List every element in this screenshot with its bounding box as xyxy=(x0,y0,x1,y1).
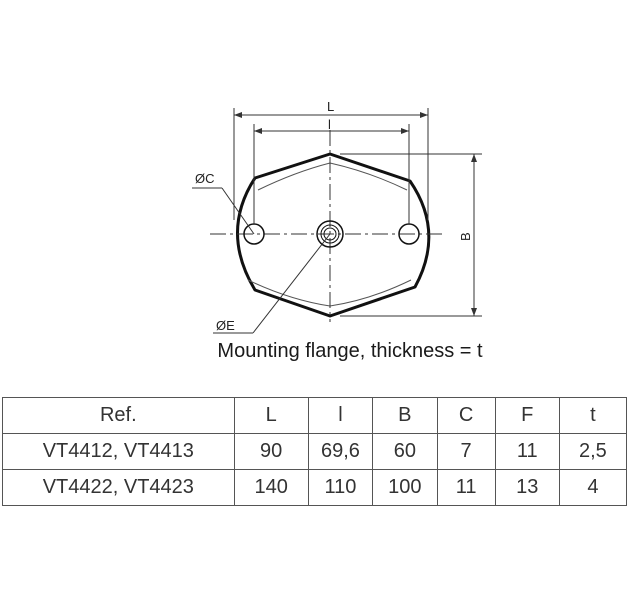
drawing-caption: Mounting flange, thickness = t xyxy=(217,340,483,362)
dim-E-label: ØE xyxy=(216,318,235,333)
dim-B-arrow-bottom xyxy=(471,308,477,316)
cell-t: 4 xyxy=(558,469,628,506)
center-hole-mid xyxy=(320,224,340,244)
dim-L-arrow-right xyxy=(420,112,428,118)
header-C: C xyxy=(436,397,496,434)
header-B: B xyxy=(372,397,438,434)
inner-contour-top xyxy=(257,162,408,191)
header-F: F xyxy=(494,397,560,434)
cell-ref: VT4412, VT4413 xyxy=(2,433,235,470)
leader-C-diagonal xyxy=(221,187,255,235)
cell-t: 2,5 xyxy=(558,433,628,470)
dim-L-arrow-left xyxy=(234,112,242,118)
flange-drawing: L l B ØC ØE xyxy=(192,99,482,334)
dim-C-label: ØC xyxy=(195,171,215,186)
cell-ref: VT4422, VT4423 xyxy=(2,469,235,506)
cell-B: 100 xyxy=(372,469,438,506)
leader-E-diagonal xyxy=(252,233,331,334)
cell-F: 11 xyxy=(494,433,560,470)
table-row: VT4422, VT4423 140 110 100 11 13 4 xyxy=(2,469,628,506)
center-hole-inner xyxy=(323,227,337,241)
dim-l-arrow-left xyxy=(254,128,262,134)
table-row: VT4412, VT4413 90 69,6 60 7 11 2,5 xyxy=(2,433,628,470)
flange-outline xyxy=(236,152,431,318)
header-ref: Ref. xyxy=(2,397,235,434)
dim-B-label: B xyxy=(458,232,473,241)
cell-l: 110 xyxy=(307,469,374,506)
cell-B: 60 xyxy=(372,433,438,470)
header-l: l xyxy=(307,397,374,434)
cell-L: 90 xyxy=(233,433,309,470)
cell-C: 11 xyxy=(436,469,496,506)
cell-F: 13 xyxy=(494,469,560,506)
cell-l: 69,6 xyxy=(307,433,374,470)
dim-L-label: L xyxy=(327,99,334,114)
header-L: L xyxy=(233,397,309,434)
dim-l-arrow-right xyxy=(401,128,409,134)
dim-B-arrow-top xyxy=(471,154,477,162)
table-header-row: Ref. L l B C F t xyxy=(2,397,628,434)
cell-L: 140 xyxy=(233,469,309,506)
cell-C: 7 xyxy=(436,433,496,470)
spec-table: Ref. L l B C F t VT4412, VT4413 90 69,6 … xyxy=(2,397,628,506)
dim-l-label: l xyxy=(328,117,331,132)
center-hole-outer xyxy=(316,220,344,248)
header-t: t xyxy=(558,397,628,434)
